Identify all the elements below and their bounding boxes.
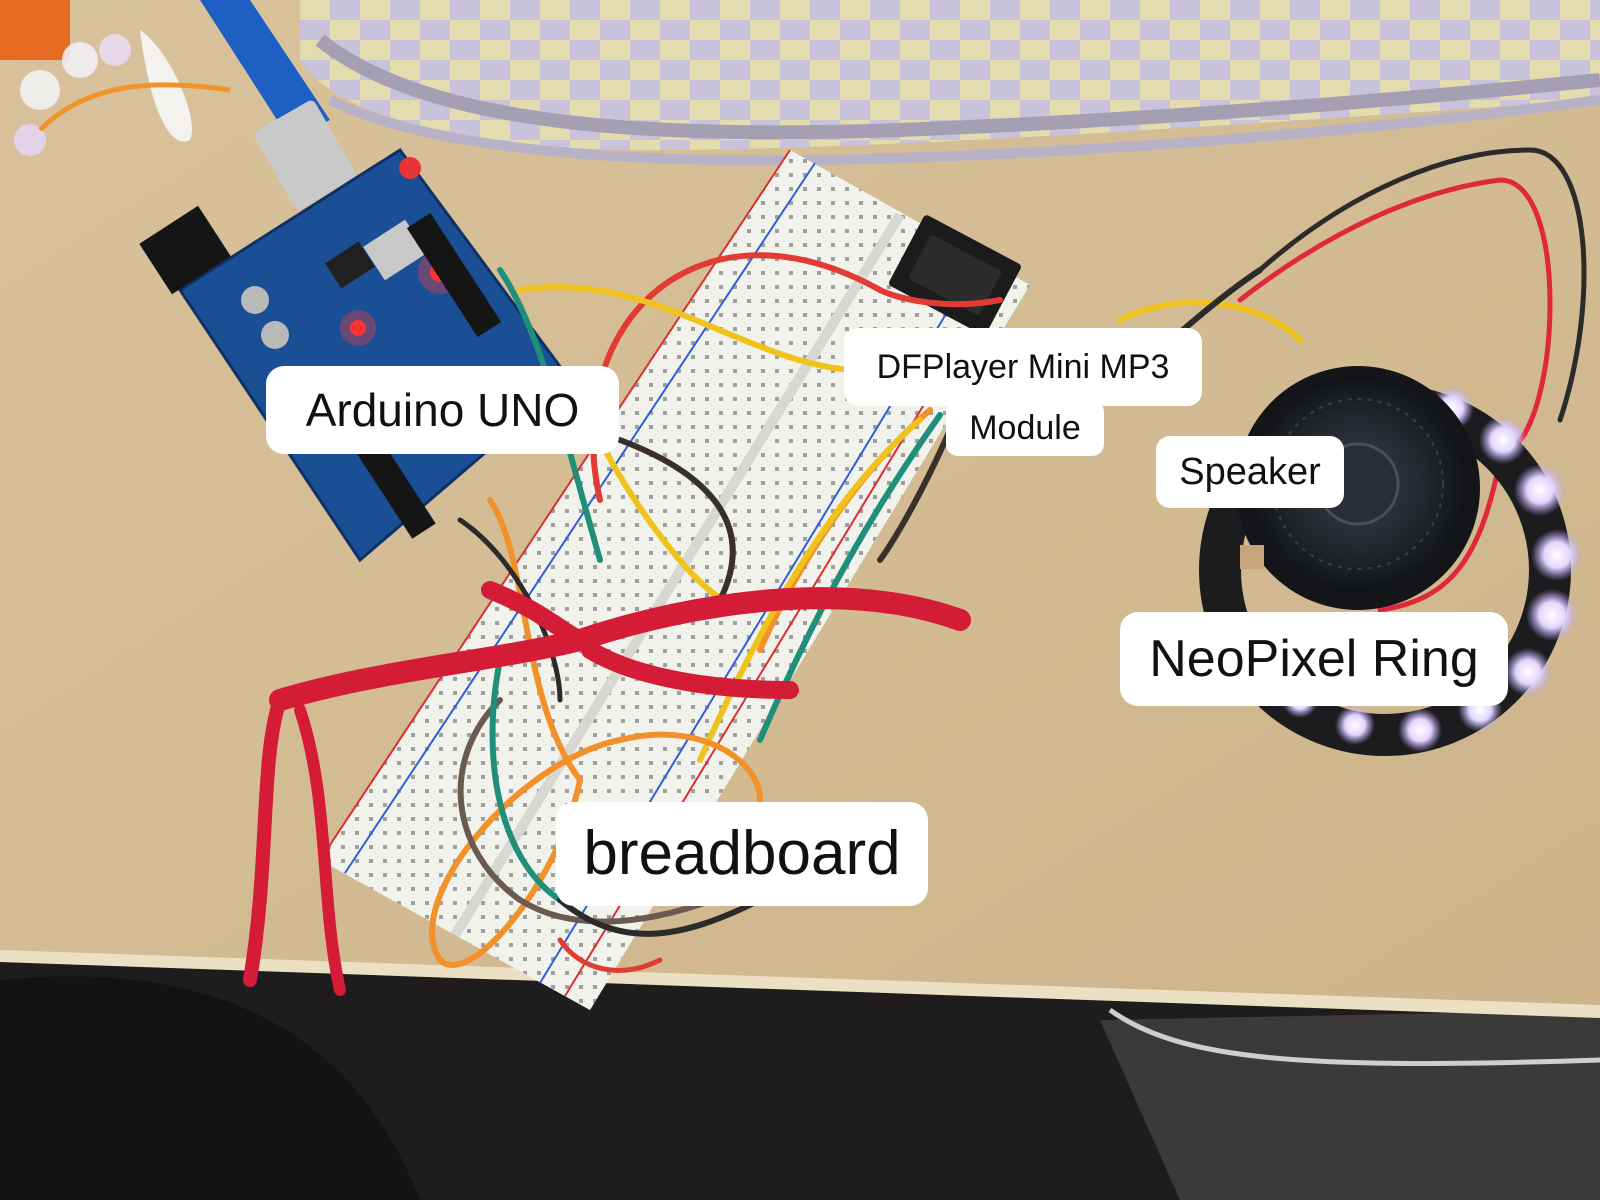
neopixel-leds — [1282, 386, 1583, 752]
dark-cloth — [0, 976, 420, 1200]
pencil-case-bottom — [327, 95, 1600, 166]
pencil-case-zipper — [315, 34, 1600, 140]
orange-box — [0, 0, 70, 60]
label-neopixel-ring: NeoPixel Ring — [1120, 612, 1508, 706]
grey-cable — [1108, 1007, 1600, 1066]
label-breadboard: breadboard — [556, 802, 928, 906]
desk-edge — [0, 950, 1600, 1018]
label-speaker: Speaker — [1156, 436, 1344, 508]
usb-cable — [200, 0, 330, 140]
grey-object — [1100, 1010, 1600, 1200]
label-arduino-uno: Arduino UNO — [266, 366, 619, 454]
arduino-board — [139, 147, 573, 563]
label-dfplayer-line2: Module — [946, 400, 1104, 456]
red-ribbon — [243, 581, 971, 996]
usb-plug — [254, 100, 356, 210]
label-dfplayer-line1: DFPlayer Mini MP3 — [844, 328, 1202, 406]
